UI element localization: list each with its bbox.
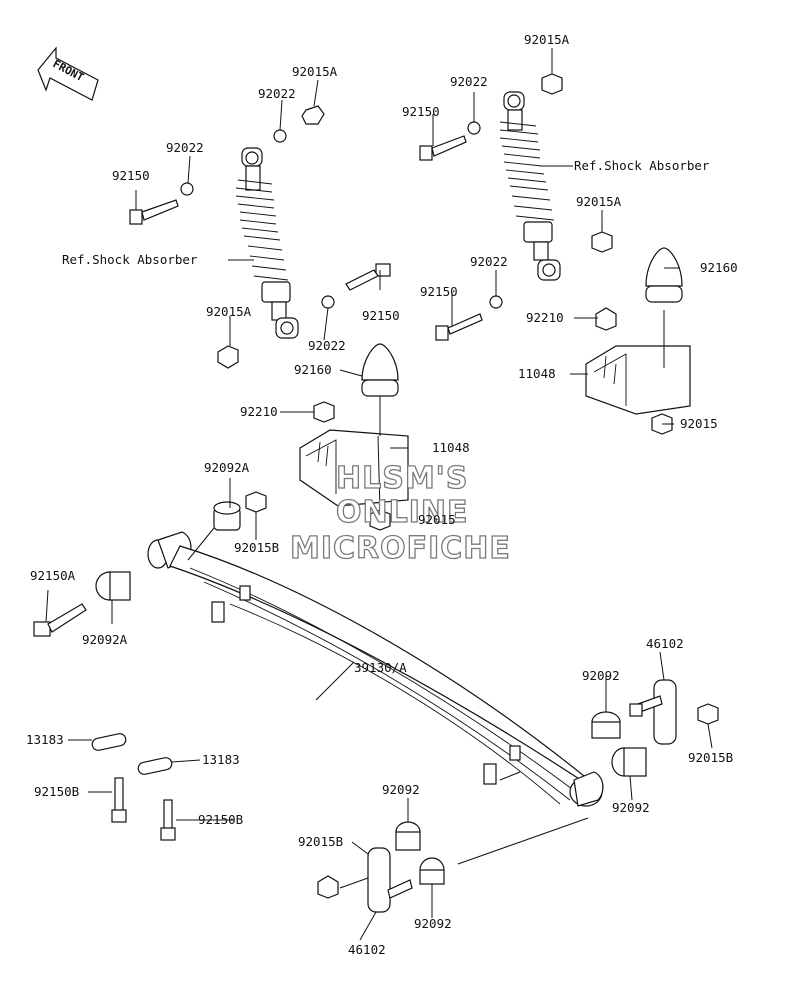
- nut-92015B-top: [245, 491, 267, 513]
- bump-stop-left: [361, 343, 399, 397]
- part-label: 92150B: [34, 784, 79, 799]
- watermark-line-3: MICROFICHE: [290, 531, 511, 566]
- part-label: 92150: [112, 168, 150, 183]
- bushing-92092-bottom-a: [395, 821, 421, 851]
- part-label: 92022: [258, 86, 296, 101]
- part-label: 92150: [402, 104, 440, 119]
- part-label: 92015: [680, 416, 718, 431]
- part-label: 92022: [470, 254, 508, 269]
- part-label: 92015A: [524, 32, 570, 47]
- nut-92210-left: [313, 401, 335, 423]
- part-label: 92015A: [292, 64, 338, 79]
- part-label: 92022: [166, 140, 204, 155]
- leader-lines: [45, 48, 713, 941]
- part-label: 92150: [420, 284, 458, 299]
- part-label: 92150A: [30, 568, 76, 583]
- part-label: 13183: [26, 732, 64, 747]
- washer-92022-lower-left: [321, 295, 335, 309]
- nut-92210-right: [595, 307, 617, 331]
- part-label: 92210: [240, 404, 278, 419]
- bushing-92092A-top: [213, 501, 241, 531]
- part-label: 92015B: [298, 834, 343, 849]
- leaf-spring-39130A: [147, 531, 604, 807]
- front-arrow-icon: FRONT: [37, 46, 99, 101]
- bushing-92092-right-a: [591, 711, 621, 739]
- bracket-11048-left: [299, 429, 409, 507]
- part-label: 92015B: [234, 540, 279, 555]
- part-label: 92092A: [204, 460, 250, 475]
- nut-92015B-bottom: [317, 875, 339, 899]
- bushing-92092A-bottom: [95, 571, 131, 601]
- part-label: 39130/A: [354, 660, 407, 675]
- bolt-92150B-mid: [160, 799, 176, 841]
- part-label: 92015B: [688, 750, 733, 765]
- watermark-line-1: HLSM'S: [336, 461, 468, 496]
- bolt-92150-top-right: [419, 135, 467, 161]
- part-label: 13183: [202, 752, 240, 767]
- washer-92022-left: [180, 182, 194, 196]
- part-label: 92092: [414, 916, 452, 931]
- part-label: 92092A: [82, 632, 128, 647]
- part-label: 92015: [418, 512, 456, 527]
- part-label: 92015A: [206, 304, 252, 319]
- nut-92015A-top-right: [541, 73, 563, 95]
- part-label: 92150B: [198, 812, 243, 827]
- part-label: 46102: [348, 942, 386, 957]
- bolt-92150B-left: [111, 777, 127, 823]
- part-label: 92150: [362, 308, 400, 323]
- bracket-11048-right: [585, 345, 691, 415]
- part-label: 11048: [432, 440, 470, 455]
- part-label: 92210: [526, 310, 564, 325]
- watermark-line-2: ONLINE: [336, 495, 469, 530]
- part-label: 46102: [646, 636, 684, 651]
- bolt-92150-lower-right: [435, 313, 483, 341]
- part-label: 92092: [612, 800, 650, 815]
- part-label: Ref.Shock Absorber: [574, 158, 710, 173]
- part-label: 92092: [582, 668, 620, 683]
- bolt-92150-mid-left: [345, 263, 391, 291]
- plate-13183-mid: [137, 757, 173, 775]
- bushing-92092-bottom-b: [419, 857, 445, 885]
- nut-92015A-top-left: [301, 105, 325, 125]
- part-label: 92160: [700, 260, 738, 275]
- washer-92022-top-left: [273, 129, 287, 143]
- plate-13183-left: [91, 733, 127, 751]
- bolt-92150-top-left: [129, 199, 179, 225]
- bolt-92150A: [33, 603, 87, 637]
- bushing-92092-right-b: [611, 747, 647, 777]
- part-label: 92022: [308, 338, 346, 353]
- shackle-46102-right: [629, 679, 677, 745]
- shackle-46102-bottom: [367, 847, 413, 913]
- washer-92022-top-right: [467, 121, 481, 135]
- part-label: 92015A: [576, 194, 622, 209]
- part-label: 92022: [450, 74, 488, 89]
- part-label: 92160: [294, 362, 332, 377]
- nut-92015A-mid-right: [591, 231, 613, 253]
- nut-92015A-lower-left: [217, 345, 239, 369]
- part-label: 11048: [518, 366, 556, 381]
- right-shock-absorber: [499, 91, 561, 281]
- part-label: 92092: [382, 782, 420, 797]
- washer-92022-lower-right: [489, 295, 503, 309]
- left-shock-absorber: [235, 147, 299, 339]
- part-label: Ref.Shock Absorber: [62, 252, 198, 267]
- bump-stop-right: [645, 247, 683, 303]
- nut-92015B-right: [697, 703, 719, 725]
